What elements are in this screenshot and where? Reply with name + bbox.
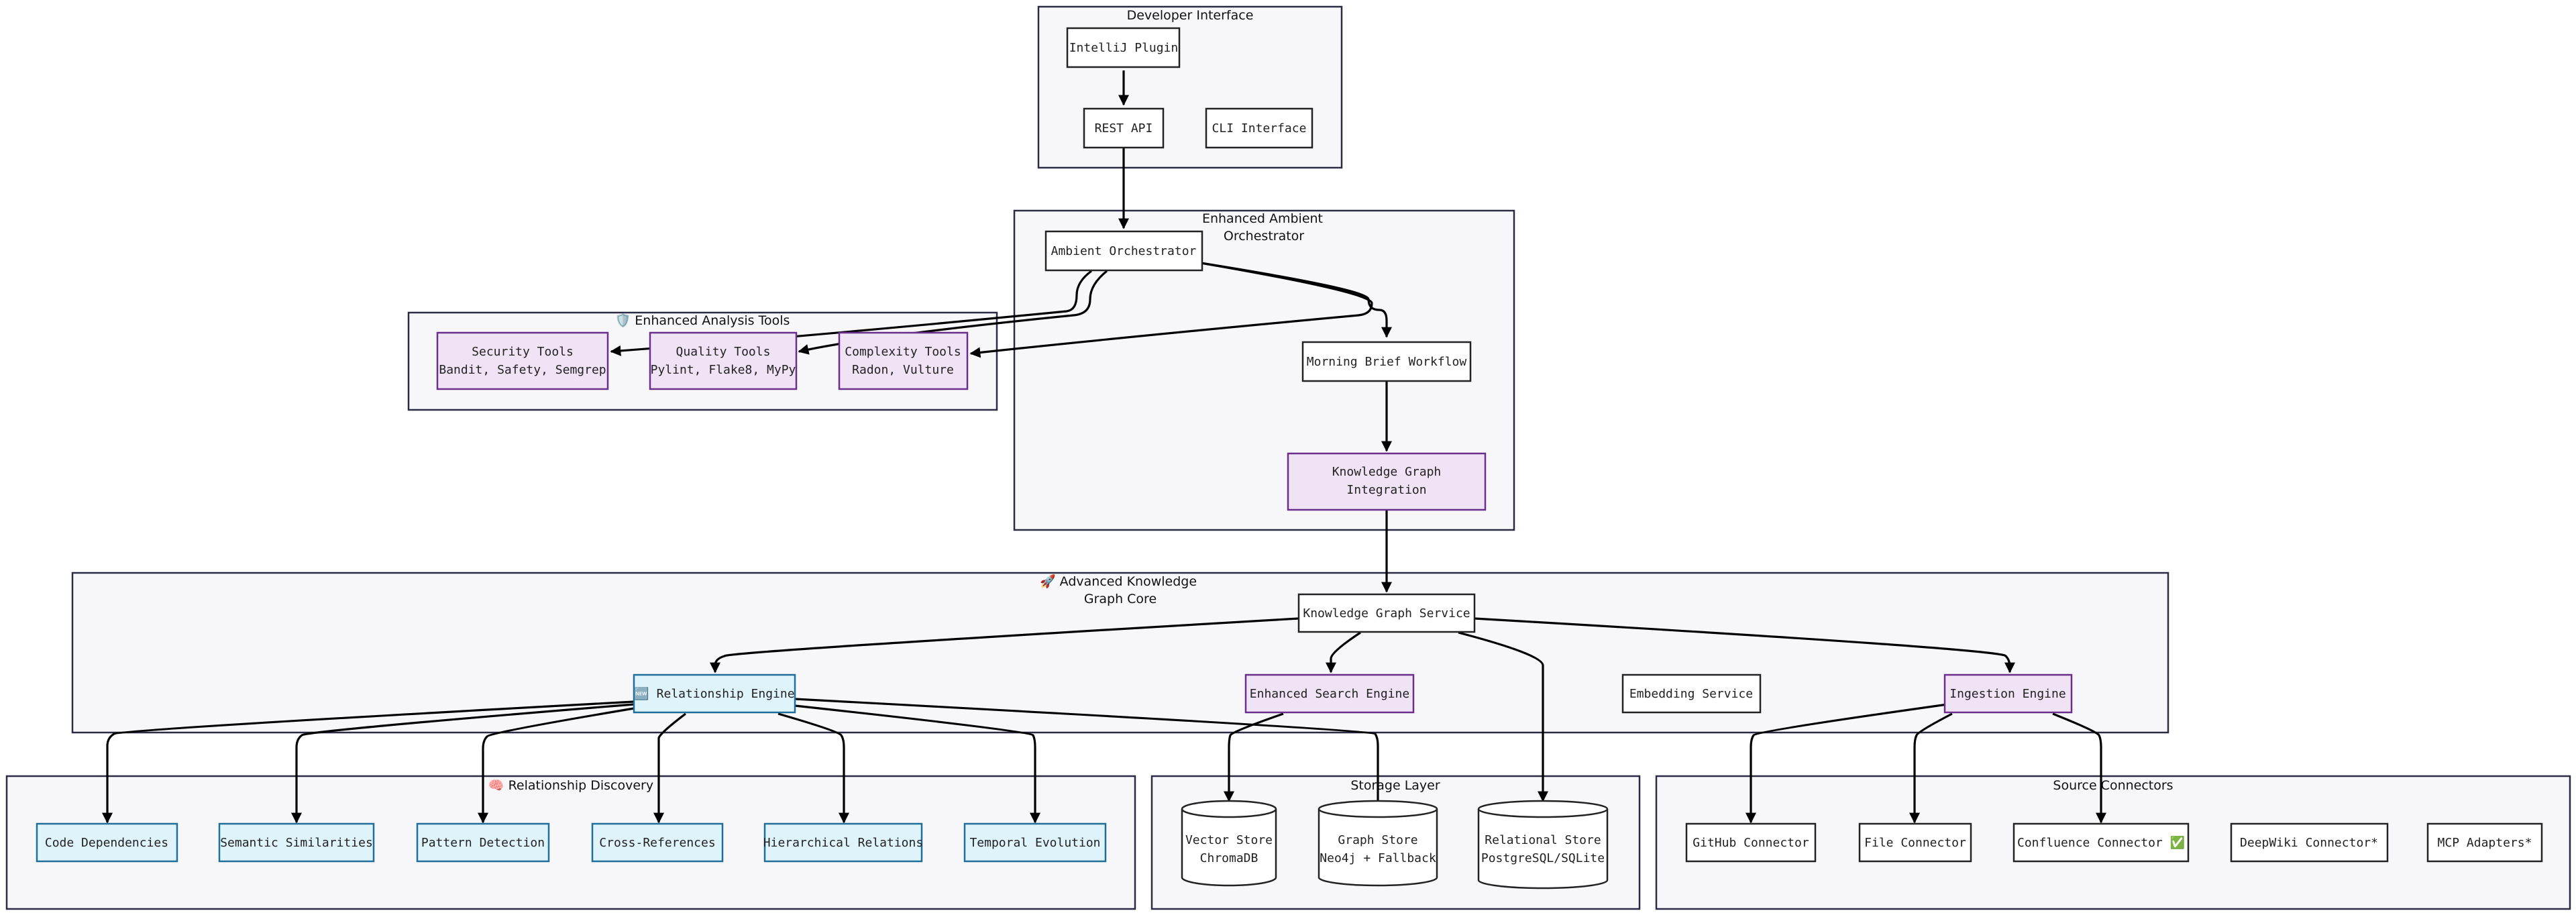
cluster-title-storage-layer: Storage Layer xyxy=(1350,778,1440,793)
node-label-kg-service: Knowledge Graph Service xyxy=(1303,606,1470,621)
node-mcp-adapters: MCP Adapters* xyxy=(2426,822,2543,863)
edge-rel-to-temporal-evolution xyxy=(794,704,1040,824)
node-embedding-service: Embedding Service xyxy=(1621,673,1762,714)
node-pattern-detection: Pattern Detection xyxy=(416,822,550,863)
node-label-intellij-plugin: IntelliJ Plugin xyxy=(1069,41,1179,55)
edge-rel-to-semantic-similarities xyxy=(291,703,635,824)
edge-search-to-vector-store xyxy=(1224,712,1284,802)
node-label-code-dependencies: Code Dependencies xyxy=(45,836,168,850)
node-ingestion-engine: Ingestion Engine xyxy=(1943,673,2073,714)
node-confluence-connector: Confluence Connector ✅ xyxy=(2012,822,2190,863)
node-kg-integration: Knowledge Graph Integration xyxy=(1287,452,1487,511)
node-complexity-tools: Complexity Tools Radon, Vulture xyxy=(838,331,969,390)
node-label-file-connector: File Connector xyxy=(1864,836,1966,850)
node-morning-brief-workflow: Morning Brief Workflow xyxy=(1301,341,1472,382)
node-label-kg-integration-line1: Knowledge Graph xyxy=(1332,465,1442,479)
node-label-complexity-tools-line1: Complexity Tools xyxy=(845,345,961,359)
cluster-title-kg-core-line2: Graph Core xyxy=(1084,592,1157,606)
node-label-enhanced-search-engine: Enhanced Search Engine xyxy=(1250,687,1409,701)
cluster-relationship-discovery: 🧠 Relationship Discovery xyxy=(5,775,1136,910)
edge-ingestion-to-github xyxy=(1746,703,1948,824)
edge-ingestion-to-confluence xyxy=(2052,712,2106,824)
node-cross-references: Cross-References xyxy=(591,822,724,863)
node-label-semantic-similarities: Semantic Similarities xyxy=(220,836,373,850)
node-label-graph-store-line1: Graph Store xyxy=(1338,833,1417,847)
edge-orchestrator-to-complexity xyxy=(969,262,1373,358)
node-file-connector: File Connector xyxy=(1858,822,1972,863)
node-label-security-tools-line1: Security Tools xyxy=(472,345,574,359)
node-label-complexity-tools-line2: Radon, Vulture xyxy=(852,363,954,377)
node-label-ingestion-engine: Ingestion Engine xyxy=(1949,687,2065,701)
node-label-cross-references: Cross-References xyxy=(599,836,715,850)
node-code-dependencies: Code Dependencies xyxy=(36,822,178,863)
node-label-relational-store-line2: PostgreSQL/SQLite xyxy=(1481,851,1605,865)
node-semantic-similarities: Semantic Similarities xyxy=(218,822,375,863)
edge-rel-to-cross-references xyxy=(653,712,686,824)
node-label-deepwiki-connector: DeepWiki Connector* xyxy=(2240,836,2378,850)
node-label-ambient-orchestrator: Ambient Orchestrator xyxy=(1051,244,1197,258)
cluster-kg-core: 🚀 Advanced Knowledge Graph Core xyxy=(71,572,2169,734)
node-relationship-engine: 🆕 Relationship Engine xyxy=(633,673,796,714)
node-label-quality-tools-line2: Pylint, Flake8, MyPy xyxy=(651,363,796,377)
node-security-tools: Security Tools Bandit, Safety, Semgrep xyxy=(436,331,609,390)
cluster-title-orchestrator-line1: Enhanced Ambient xyxy=(1202,211,1323,226)
node-cli-interface: CLI Interface xyxy=(1205,107,1313,149)
node-label-morning-brief-workflow: Morning Brief Workflow xyxy=(1307,355,1467,369)
cluster-title-orchestrator-line2: Orchestrator xyxy=(1224,229,1304,244)
node-label-pattern-detection: Pattern Detection xyxy=(421,836,545,850)
node-relational-store: Relational Store PostgreSQL/SQLite xyxy=(1477,800,1609,889)
cluster-title-analysis-tools: 🛡️ Enhanced Analysis Tools xyxy=(615,313,790,328)
node-label-relational-store-line1: Relational Store xyxy=(1485,833,1601,847)
node-label-rest-api: REST API xyxy=(1095,121,1153,136)
node-ambient-orchestrator: Ambient Orchestrator xyxy=(1044,230,1203,272)
edge-kg-service-to-search xyxy=(1326,631,1361,673)
node-label-github-connector: GitHub Connector xyxy=(1693,836,1809,850)
node-label-vector-store-line1: Vector Store xyxy=(1185,833,1273,847)
cluster-title-developer-interface: Developer Interface xyxy=(1127,8,1254,23)
node-graph-store: Graph Store Neo4j + Fallback xyxy=(1318,800,1438,887)
edge-kg-service-to-relationship-engine xyxy=(710,617,1299,673)
edge-rel-to-code-dependencies xyxy=(102,700,635,824)
node-label-hierarchical-relations: Hierarchical Relations xyxy=(763,836,923,850)
edge-rel-to-hierarchical-relations xyxy=(777,712,849,824)
cluster-title-source-connectors: Source Connectors xyxy=(2053,778,2173,793)
cluster-title-kg-core-line1: 🚀 Advanced Knowledge xyxy=(1040,574,1197,589)
node-label-embedding-service: Embedding Service xyxy=(1629,687,1753,701)
edge-rel-to-pattern-detection xyxy=(478,707,635,824)
node-hierarchical-relations: Hierarchical Relations xyxy=(763,822,923,863)
node-label-quality-tools-line1: Quality Tools xyxy=(676,345,771,359)
node-label-confluence-connector: Confluence Connector ✅ xyxy=(2017,835,2185,850)
node-quality-tools: Quality Tools Pylint, Flake8, MyPy xyxy=(649,331,798,390)
node-kg-service: Knowledge Graph Service xyxy=(1297,593,1476,633)
node-vector-store: Vector Store ChromaDB xyxy=(1181,800,1277,887)
node-label-cli-interface: CLI Interface xyxy=(1212,121,1307,136)
node-label-kg-integration-line2: Integration xyxy=(1346,483,1426,497)
edge-kg-service-to-ingestion xyxy=(1474,617,2015,673)
node-label-security-tools-line2: Bandit, Safety, Semgrep xyxy=(439,363,606,377)
cluster-title-relationship-discovery: 🧠 Relationship Discovery xyxy=(488,778,653,793)
edge-ingestion-to-file xyxy=(1909,712,1953,824)
node-label-temporal-evolution: Temporal Evolution xyxy=(969,836,1100,850)
node-label-graph-store-line2: Neo4j + Fallback xyxy=(1320,851,1436,865)
node-intellij-plugin: IntelliJ Plugin xyxy=(1066,27,1181,68)
edge-kg-service-to-relational-store xyxy=(1458,631,1548,802)
node-label-vector-store-line2: ChromaDB xyxy=(1200,851,1258,865)
node-deepwiki-connector: DeepWiki Connector* xyxy=(2230,822,2389,863)
node-rest-api: REST API xyxy=(1083,107,1165,149)
node-temporal-evolution: Temporal Evolution xyxy=(963,822,1107,863)
node-label-relationship-engine: 🆕 Relationship Engine xyxy=(634,686,794,701)
node-label-mcp-adapters: MCP Adapters* xyxy=(2438,836,2532,850)
edge-rel-to-graph-store xyxy=(794,698,1383,816)
node-enhanced-search-engine: Enhanced Search Engine xyxy=(1244,673,1415,714)
node-github-connector: GitHub Connector xyxy=(1685,822,1817,863)
